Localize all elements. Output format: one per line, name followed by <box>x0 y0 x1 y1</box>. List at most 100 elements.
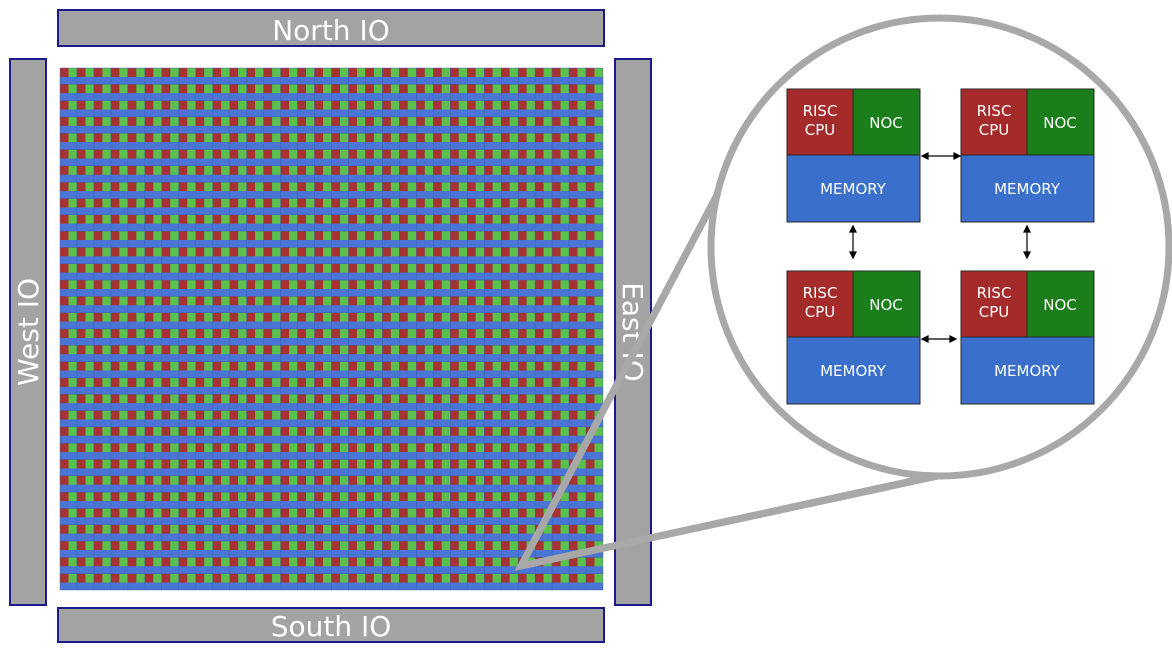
grid-tile <box>534 573 553 591</box>
grid-tile <box>450 181 468 199</box>
grid-tile <box>246 100 264 118</box>
grid-tile <box>399 279 417 297</box>
grid-tile <box>331 100 349 118</box>
grid-tile <box>280 116 298 134</box>
grid-tile <box>399 573 417 591</box>
grid-tile <box>110 296 129 313</box>
grid-tile <box>382 491 400 509</box>
grid-tile <box>365 442 383 460</box>
grid-tile <box>365 181 383 199</box>
grid-tile <box>551 133 570 150</box>
grid-tile <box>568 279 587 297</box>
grid-tile <box>568 67 587 85</box>
grid-tile <box>365 296 383 313</box>
grid-tile <box>280 475 298 493</box>
grid-tile <box>144 67 163 85</box>
grid-tile <box>416 165 434 183</box>
grid-tile <box>144 279 163 297</box>
grid-tile <box>484 214 502 232</box>
grid-tile <box>331 328 349 346</box>
grid-tile <box>500 426 519 444</box>
grid-tile <box>229 214 247 232</box>
grid-tile <box>263 524 281 542</box>
grid-tile <box>500 165 519 183</box>
grid-tile <box>500 557 519 574</box>
grid-tile <box>331 459 349 477</box>
grid-tile <box>585 230 604 248</box>
grid-tile <box>280 557 298 574</box>
grid-tile <box>433 230 451 248</box>
grid-tile <box>365 230 383 248</box>
grid-tile <box>297 181 315 199</box>
grid-tile <box>568 116 587 134</box>
grid-tile <box>348 263 366 281</box>
grid-tile <box>399 247 417 264</box>
grid-tile <box>500 508 519 525</box>
grid-tile <box>246 181 264 199</box>
grid-tile <box>348 394 366 411</box>
grid-tile <box>110 410 129 428</box>
grid-tile <box>161 247 179 264</box>
grid-tile <box>382 230 400 248</box>
grid-tile <box>433 491 451 509</box>
grid-tile <box>500 296 519 313</box>
grid-tile <box>212 279 230 297</box>
grid-tile <box>568 377 587 395</box>
grid-tile <box>568 410 587 428</box>
grid-tile <box>365 100 383 118</box>
grid-tile <box>450 508 468 525</box>
grid-tile <box>348 133 366 150</box>
grid-tile <box>365 426 383 444</box>
grid-tile <box>110 84 129 101</box>
grid-tile <box>263 410 281 428</box>
grid-tile <box>399 459 417 477</box>
grid-tile <box>585 524 604 542</box>
grid-tile <box>280 410 298 428</box>
grid-tile <box>568 165 587 183</box>
grid-tile <box>585 67 604 85</box>
grid-tile <box>297 67 315 85</box>
grid-tile <box>93 279 112 297</box>
grid-tile <box>314 181 332 199</box>
grid-tile <box>246 263 264 281</box>
grid-tile <box>348 361 366 379</box>
grid-tile <box>76 133 95 150</box>
memory-block <box>786 336 921 405</box>
grid-tile <box>229 296 247 313</box>
grid-tile <box>348 377 366 395</box>
grid-tile <box>127 475 146 493</box>
grid-tile <box>500 345 519 362</box>
grid-tile <box>348 508 366 525</box>
grid-tile <box>144 116 163 134</box>
grid-tile <box>178 377 196 395</box>
tile-grid <box>59 67 604 591</box>
grid-tile <box>484 442 502 460</box>
grid-tile <box>484 361 502 379</box>
grid-tile <box>585 181 604 199</box>
grid-tile <box>551 165 570 183</box>
grid-tile <box>144 557 163 574</box>
grid-tile <box>76 442 95 460</box>
grid-tile <box>212 133 230 150</box>
grid-tile <box>229 361 247 379</box>
grid-tile <box>365 165 383 183</box>
grid-tile <box>297 312 315 330</box>
grid-tile <box>348 459 366 477</box>
grid-tile <box>585 133 604 150</box>
grid-tile <box>517 84 536 101</box>
grid-tile <box>178 116 196 134</box>
grid-tile <box>517 296 536 313</box>
grid-tile <box>568 149 587 167</box>
grid-tile <box>517 279 536 297</box>
grid-tile <box>568 181 587 199</box>
grid-tile <box>195 230 213 248</box>
grid-tile <box>59 459 78 477</box>
grid-tile <box>178 149 196 167</box>
grid-tile <box>467 410 485 428</box>
grid-tile <box>263 116 281 134</box>
grid-tile <box>212 540 230 558</box>
grid-tile <box>517 508 536 525</box>
grid-tile <box>161 377 179 395</box>
grid-tile <box>93 540 112 558</box>
